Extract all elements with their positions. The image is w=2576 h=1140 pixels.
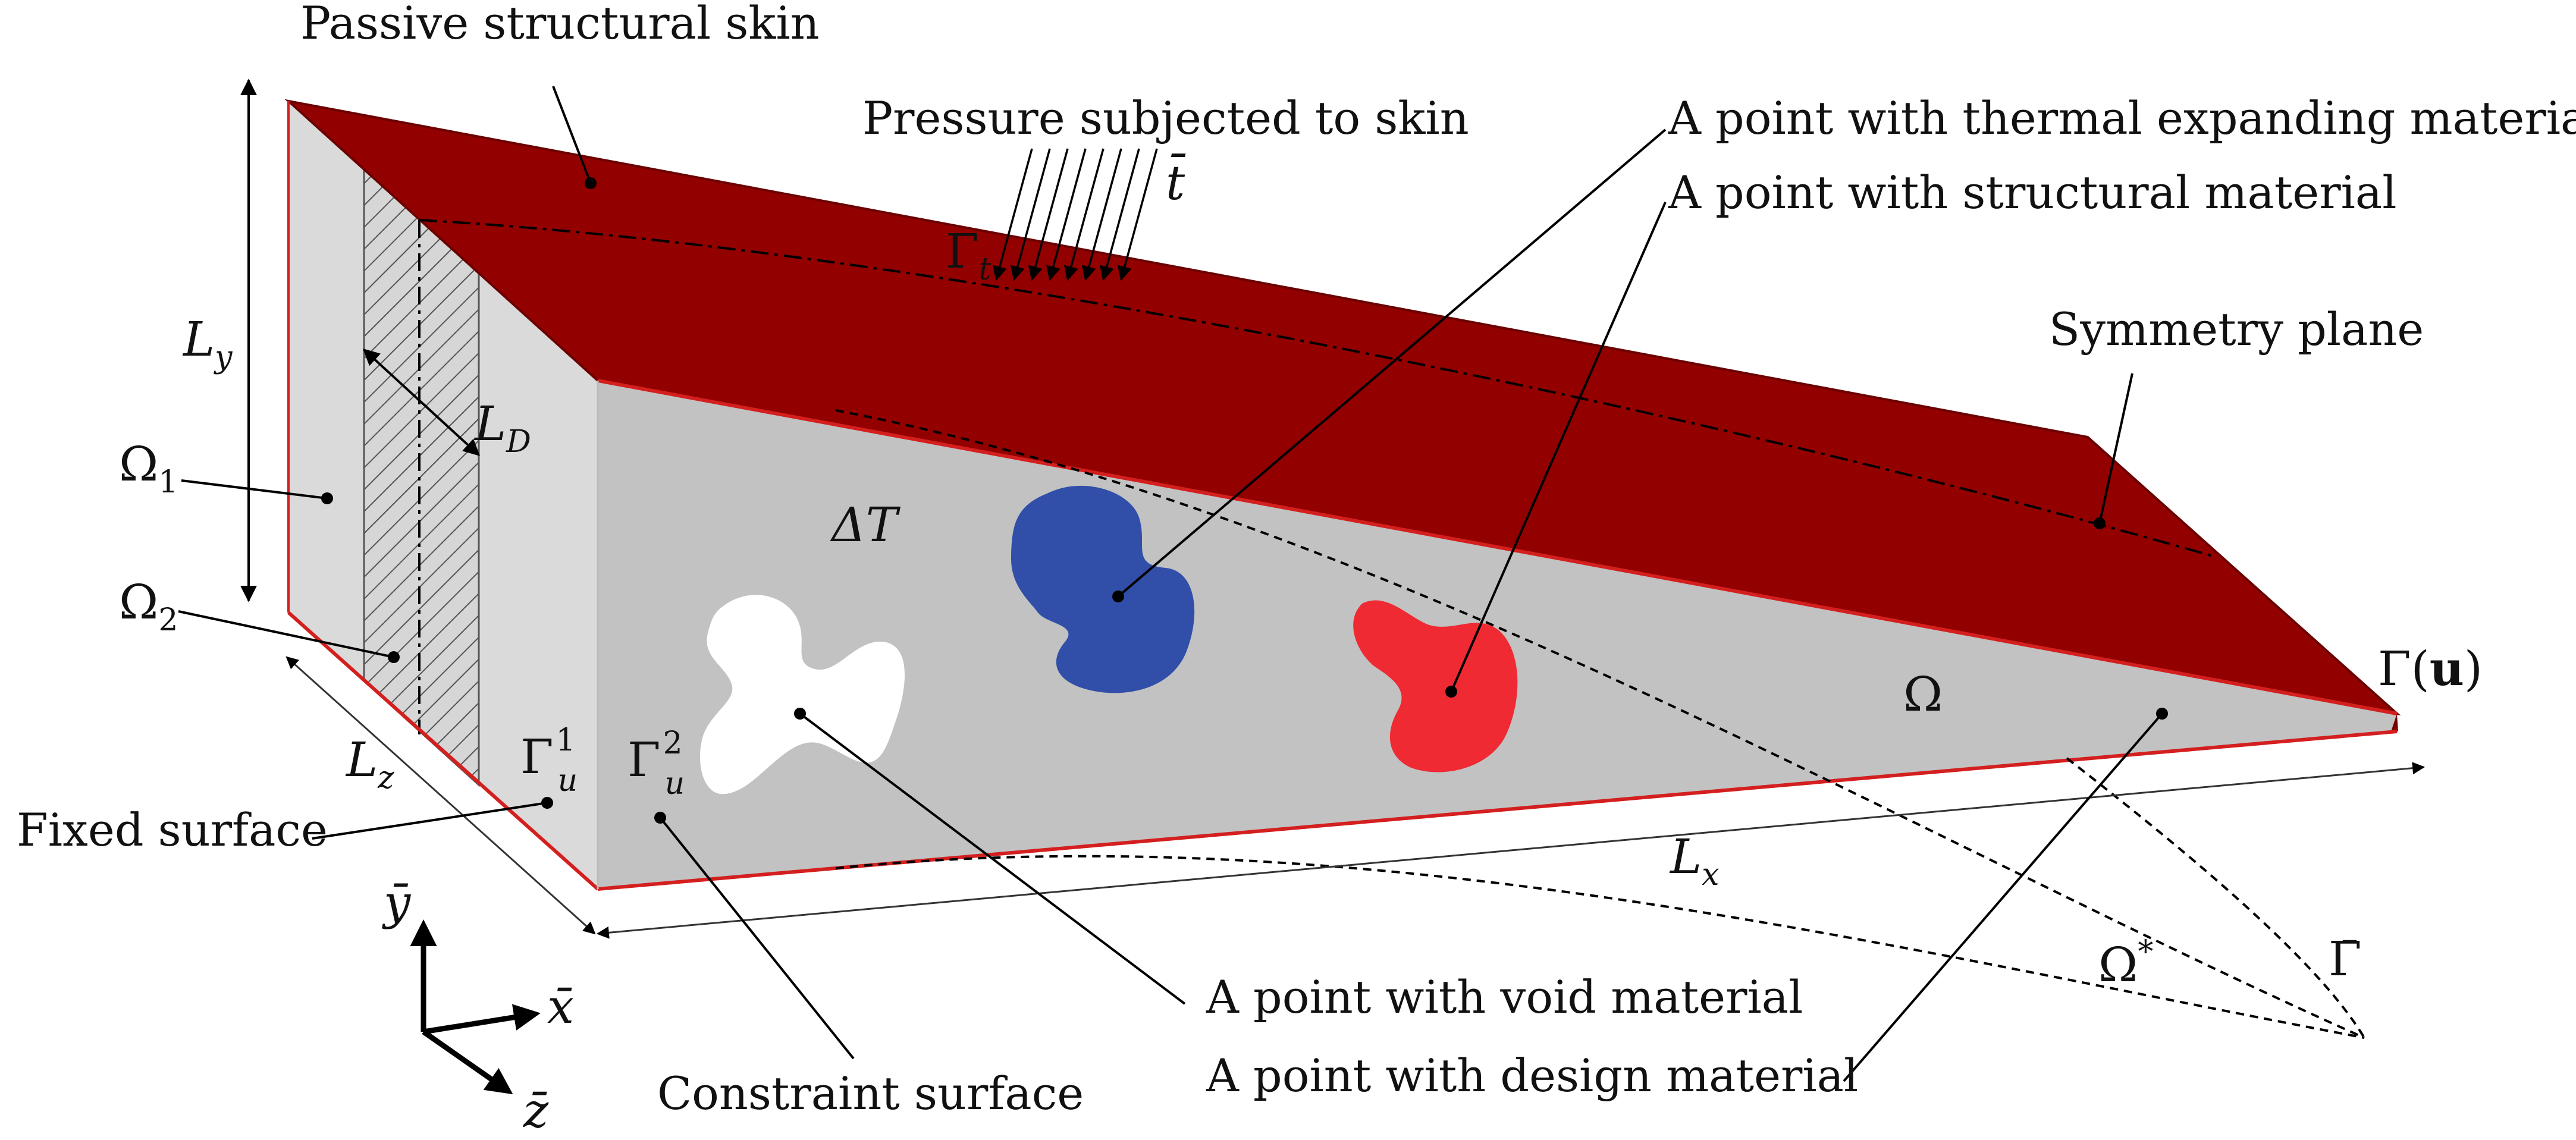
- dot-constraint: [654, 812, 666, 824]
- dot-omega2: [388, 651, 400, 663]
- symbol-Ly: Ly: [182, 312, 233, 375]
- symbol-gamma-bar: Γ̄: [2329, 931, 2362, 987]
- label-design-point: A point with design material: [1206, 1049, 1858, 1102]
- symbol-omega2: Ω2: [119, 574, 178, 638]
- label-passive-skin: Passive structural skin: [300, 0, 820, 49]
- symbol-delta-T: ΔT: [830, 497, 901, 552]
- skin-tip-edge: [2391, 714, 2398, 731]
- symbol-gamma-u: Γ(u): [2378, 640, 2483, 696]
- symmetry-plane-line: [419, 219, 2213, 557]
- symbol-t-bar: t̄: [1166, 153, 1186, 211]
- dot-skin: [585, 177, 597, 189]
- dot-thermal: [1112, 591, 1124, 602]
- dot-structural: [1445, 686, 1457, 698]
- thermal-material-blob: [1011, 485, 1195, 693]
- label-symmetry-plane: Symmetry plane: [2049, 303, 2424, 356]
- dot-design: [2156, 708, 2168, 720]
- label-thermal-point: A point with thermal expanding material: [1668, 92, 2576, 145]
- symbol-omega-star: Ω*: [2098, 934, 2153, 993]
- axis-label-x: x̄: [547, 979, 574, 1034]
- coordinate-axes: [410, 919, 541, 1095]
- symbol-gamma-t: Γt: [946, 224, 992, 287]
- symbol-Lx: Lx: [1669, 829, 1719, 893]
- deformed-tip-curve: [2066, 757, 2365, 1039]
- label-structural-point: A point with structural material: [1668, 166, 2397, 219]
- label-pressure: Pressure subjected to skin: [862, 92, 1469, 145]
- label-constraint-surface: Constraint surface: [657, 1067, 1084, 1120]
- label-fixed-surface: Fixed surface: [17, 803, 328, 856]
- axis-label-y: ȳ: [382, 875, 412, 930]
- dot-omega1: [321, 492, 333, 504]
- Lx-dimension: [596, 762, 2426, 939]
- dot-fixed: [541, 797, 553, 809]
- side-face-edge: [597, 379, 2398, 715]
- symbol-LD: LD: [473, 396, 531, 460]
- leader-lines: [178, 86, 2163, 1082]
- structural-material-blob: [1353, 600, 1518, 772]
- dot-symmetry: [2094, 517, 2106, 529]
- pressure-arrows: [992, 148, 1158, 281]
- LD-dimension: [362, 348, 481, 456]
- symbol-omega1: Ω1: [119, 436, 178, 500]
- symbol-omega: Ω: [1903, 667, 1943, 722]
- Lz-dimension: [285, 656, 596, 935]
- symbol-Lz: Lz: [345, 732, 394, 796]
- void-material-blob: [699, 595, 905, 794]
- dot-void: [794, 708, 806, 720]
- label-void-point: A point with void material: [1206, 971, 1803, 1023]
- design-strip-omega2: [363, 167, 480, 787]
- axis-label-z: z̄: [523, 1083, 549, 1138]
